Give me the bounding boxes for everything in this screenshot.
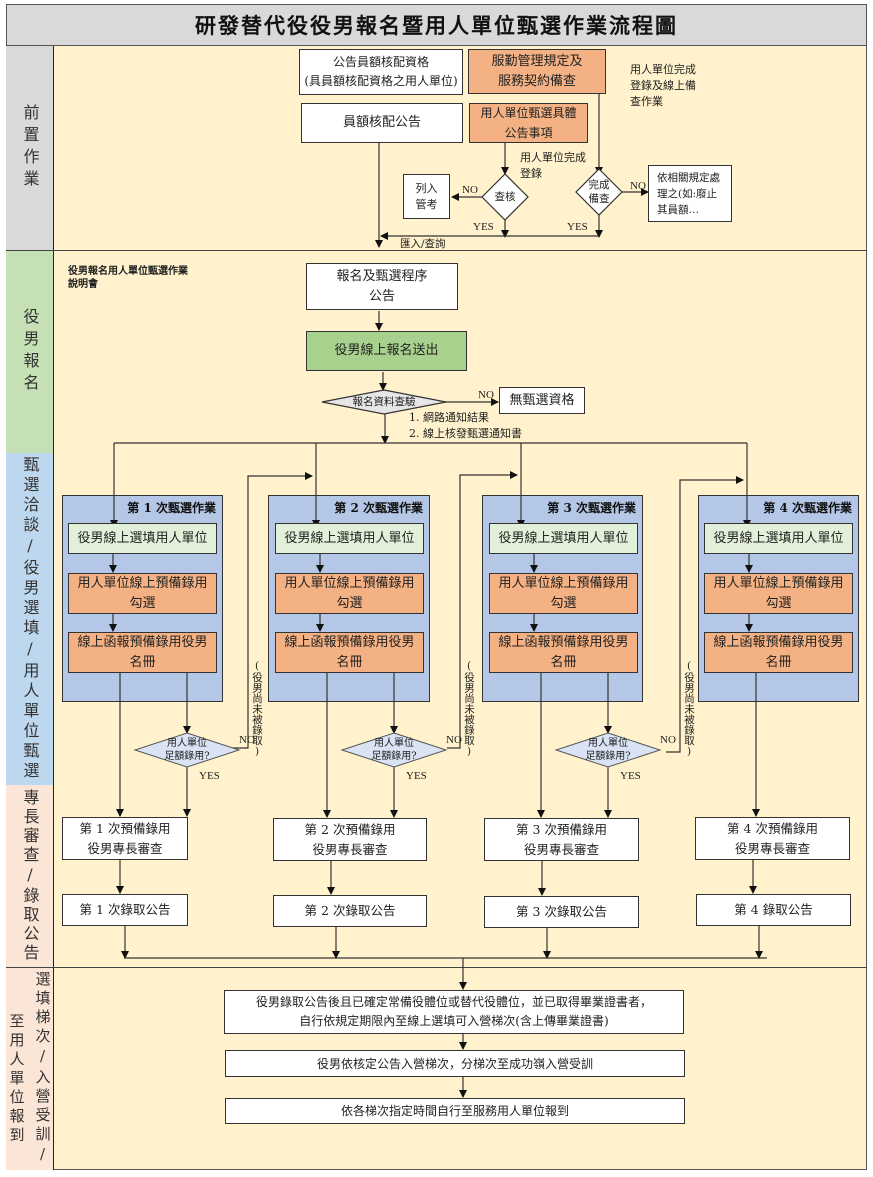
round-1-label-yes: YES xyxy=(199,770,220,782)
label-yes: YES xyxy=(567,221,588,233)
label-no: NO xyxy=(478,389,494,401)
label-yes: YES xyxy=(473,221,494,233)
round-2-admission-announcement-box: 第 2 次錄取公告 xyxy=(273,895,427,927)
lane-divider xyxy=(6,967,867,968)
round-3-decision-diamond xyxy=(554,732,662,768)
round-3-step-unit-preselect: 用人單位線上預備錄用 勾選 xyxy=(489,573,638,614)
page-title: 研發替代役役男報名暨用人單位甄選作業流程圖 xyxy=(6,4,867,46)
note-online-check: 用人單位完成 登錄及線上備 查作業 xyxy=(630,63,696,108)
round-3-label-yes: YES xyxy=(620,770,641,782)
note-import-query: 匯入/查詢 xyxy=(400,238,446,250)
round-2-step-submit-roster: 線上函報預備錄用役男 名冊 xyxy=(275,632,424,673)
note-registration-done: 用人單位完成 登錄 xyxy=(520,151,586,180)
round-1-expertise-review-box: 第 1 次預備錄用 役男專長審查 xyxy=(62,817,188,860)
loop-connector xyxy=(666,476,744,753)
round-4-step-submit-roster: 線上函報預備錄用役男 名冊 xyxy=(704,632,853,673)
round-4-admission-announcement-box: 第 4 錄取公告 xyxy=(696,894,851,926)
round-4-step-unit-preselect: 用人單位線上預備錄用 勾選 xyxy=(704,573,853,614)
round-1-step-unit-preselect: 用人單位線上預備錄用 勾選 xyxy=(68,573,217,614)
round-1-step-submit-roster: 線上函報預備錄用役男 名冊 xyxy=(68,632,217,673)
decision-filing: 完成 備查 xyxy=(588,179,610,205)
round-1-admission-announcement-box: 第 1 次錄取公告 xyxy=(62,894,188,926)
decision-audit: 查核 xyxy=(494,191,516,203)
round-1-decision-diamond xyxy=(133,732,241,768)
round-4-expertise-review-box: 第 4 次預備錄用 役男專長審查 xyxy=(695,817,850,860)
note-notify: 1. 網路通知結果 2. 線上核發甄選通知書 xyxy=(409,411,522,440)
online-submit-box: 役男線上報名送出 xyxy=(306,331,467,371)
label-no: NO xyxy=(462,184,478,196)
final-step-select-batch: 役男錄取公告後且已確定常備役體位或替代役體位，並已取得畢業證書者， 自行依規定期… xyxy=(224,990,684,1034)
procedure-announcement-box: 報名及甄選程序 公告 xyxy=(306,263,458,310)
lane-label-final-left: 至用人單位報到 xyxy=(7,1013,26,1146)
lane-label-review: 專長審查/錄取公告 xyxy=(6,785,54,967)
round-1-label-no: NO xyxy=(239,734,255,746)
round-2-step-choose-unit: 役男線上選填用人單位 xyxy=(275,523,424,554)
loop-connector xyxy=(447,471,518,749)
list-for-review-box: 列入 管考 xyxy=(403,174,450,219)
round-1-step-choose-unit: 役男線上選填用人單位 xyxy=(68,523,217,554)
round-3-loop-note: (役男尚未被錄取) xyxy=(683,660,695,758)
decision-data-check: 報名資料查驗 xyxy=(352,396,416,408)
round-2-step-unit-preselect: 用人單位線上預備錄用 勾選 xyxy=(275,573,424,614)
round-3-admission-announcement-box: 第 3 次錄取公告 xyxy=(484,896,639,928)
lane-label-prep: 前置作業 xyxy=(6,46,54,250)
lane-label-selection: 甄選洽談/役男選填/用人單位甄選 xyxy=(6,453,54,785)
final-step-enlist-training: 役男依核定公告入營梯次，分梯次至成功嶺入營受訓 xyxy=(225,1050,685,1077)
label-no: NO xyxy=(630,180,646,192)
not-eligible-box: 無甄選資格 xyxy=(499,387,585,414)
final-step-report-to-unit: 依各梯次指定時間自行至服務用人單位報到 xyxy=(225,1098,685,1124)
round-3-expertise-review-box: 第 3 次預備錄用 役男專長審查 xyxy=(484,818,639,861)
handle-per-rules-box: 依相關規定處 理之(如:廢止 其員額… xyxy=(648,165,732,222)
round-2-decision-full-quota: 用人單位 足額錄用? xyxy=(371,738,417,762)
round-2-loop-note: (役男尚未被錄取) xyxy=(463,660,475,758)
round-3-label-no: NO xyxy=(660,734,676,746)
round-1-decision-full-quota: 用人單位 足額錄用? xyxy=(164,738,210,762)
lane-label-final: 選填梯次/入營受訓/ 至用人單位報到 xyxy=(6,967,54,1170)
service-rules-check-box: 服勤管理規定及 服務契約備查 xyxy=(468,49,606,94)
lane-label-final-right: 選填梯次/入營受訓/ xyxy=(33,970,52,1167)
round-3-step-choose-unit: 役男線上選填用人單位 xyxy=(489,523,638,554)
lane-divider xyxy=(6,250,867,251)
note-briefing: 役男報名用人單位甄選作業 說明會 xyxy=(68,266,188,290)
round-2-decision-diamond xyxy=(340,732,448,768)
quota-qualification-box: 公告員額核配資格 (具員額核配資格之用人單位) xyxy=(299,49,463,95)
decision-audit-diamond xyxy=(481,173,529,221)
decision-data-check-diamond xyxy=(321,389,447,415)
round-3-decision-full-quota: 用人單位 足額錄用? xyxy=(585,738,631,762)
lane-label-register: 役男報名 xyxy=(6,250,54,453)
round-1-loop-note: (役男尚未被錄取) xyxy=(251,660,263,758)
quota-announcement-box: 員額核配公告 xyxy=(301,103,463,143)
decision-filing-diamond xyxy=(575,168,623,216)
round-4-step-choose-unit: 役男線上選填用人單位 xyxy=(704,523,853,554)
round-2-expertise-review-box: 第 2 次預備錄用 役男專長審查 xyxy=(273,818,427,861)
unit-selection-items-box: 用人單位甄選具體 公告事項 xyxy=(469,103,588,143)
round-2-label-no: NO xyxy=(446,734,462,746)
round-3-step-submit-roster: 線上函報預備錄用役男 名冊 xyxy=(489,632,638,673)
round-2-label-yes: YES xyxy=(406,770,427,782)
loop-connector xyxy=(232,472,313,749)
